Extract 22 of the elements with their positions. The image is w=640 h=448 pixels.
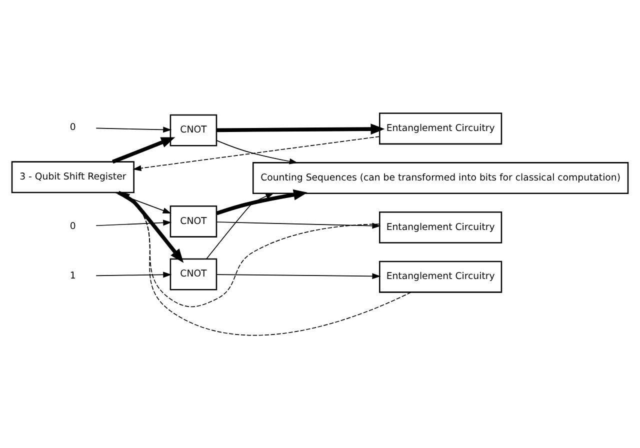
- node-box: 3 - Qubit Shift Register: [11, 161, 134, 194]
- node-box: Entanglement Circuitry: [379, 211, 502, 244]
- arrow: [96, 126, 172, 133]
- arrow: [96, 220, 172, 226]
- node-text: 0: [70, 122, 76, 134]
- node-box: CNOT: [170, 258, 218, 290]
- arrow: [216, 140, 298, 164]
- arrow: [112, 137, 176, 164]
- node-box: CNOT: [170, 206, 218, 238]
- node-text: 1: [70, 270, 76, 282]
- arrow: [216, 273, 381, 280]
- node-box: Counting Sequences (can be transformed into bits for classical computation): [252, 162, 629, 194]
- arrow: [96, 272, 172, 278]
- arrow: [216, 189, 308, 216]
- node-box: Entanglement Circuitry: [379, 112, 502, 145]
- arrow: [216, 222, 381, 229]
- arrow: [132, 136, 380, 172]
- node-box: CNOT: [170, 114, 218, 146]
- arrow: [206, 192, 274, 260]
- arrow: [216, 124, 385, 135]
- node-text: 0: [70, 220, 76, 232]
- node-box: Entanglement Circuitry: [379, 260, 502, 293]
